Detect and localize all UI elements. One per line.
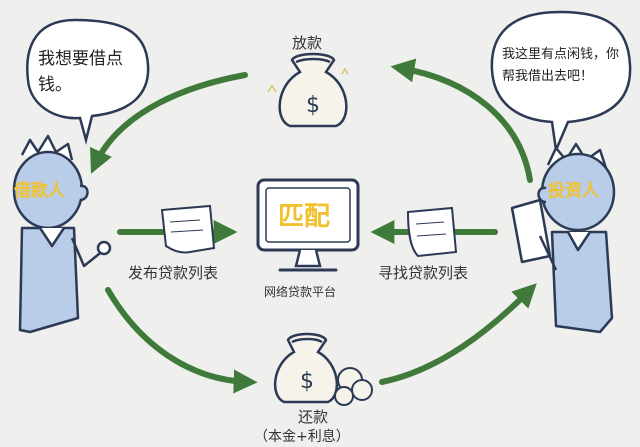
coins-icon — [334, 367, 373, 406]
svg-text:$: $ — [300, 369, 314, 394]
document-right-icon — [406, 206, 458, 258]
publish-list-label: 发布贷款列表 — [128, 264, 219, 282]
money-bag-top-icon: $ — [267, 52, 349, 128]
document-left-icon — [160, 204, 216, 254]
arrow-investor-funds — [390, 58, 533, 183]
investor-speech-text: 我这里有点闲钱，你帮我借出去吧！ — [502, 47, 620, 84]
money-bag-bottom-icon: $ — [273, 332, 339, 404]
investor-speech-bubble — [490, 10, 632, 155]
arrow-lend-to-borrower — [90, 72, 248, 174]
monitor-icon — [256, 178, 360, 272]
borrower-figure — [12, 134, 112, 334]
investor-figure — [510, 142, 616, 334]
find-list-label: 寻找贷款列表 — [378, 264, 469, 282]
arrow-repay-from-borrower — [105, 287, 258, 394]
arrow-repay-to-investor — [379, 283, 537, 385]
flow-arrows — [90, 58, 537, 394]
investor-name-label: 投资人 — [548, 181, 599, 201]
repay-detail-label: （本金+利息） — [254, 429, 350, 445]
lend-label: 放款 — [292, 34, 323, 52]
repay-label: 还款 — [298, 408, 329, 426]
monitor-screen-text: 匹配 — [278, 202, 331, 232]
borrower-name-label: 借款人 — [14, 181, 65, 201]
borrower-speech-text: 我想要借点钱。 — [38, 49, 123, 95]
svg-text:$: $ — [306, 93, 320, 118]
borrower-speech-bubble — [26, 18, 150, 145]
platform-label: 网络贷款平台 — [264, 285, 337, 299]
